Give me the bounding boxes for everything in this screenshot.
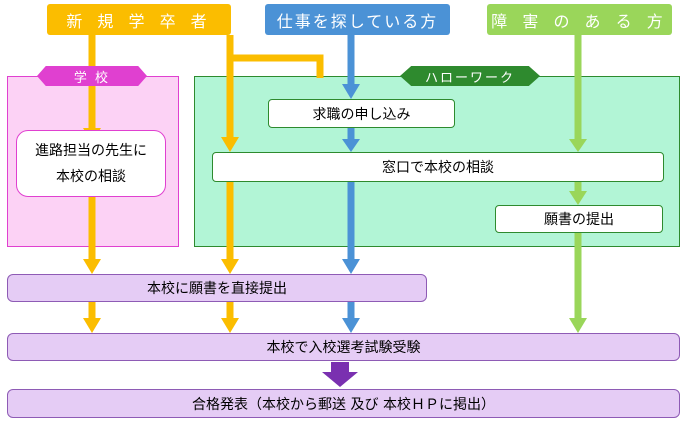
arrowhead bbox=[83, 259, 101, 274]
arrowhead bbox=[83, 318, 101, 333]
arrowhead bbox=[221, 318, 239, 333]
result-arrow bbox=[322, 362, 358, 387]
job-seekers-label: 仕事を探している方 bbox=[265, 4, 450, 35]
result-box: 合格発表（本校から郵送 及び 本校ＨＰに掲出） bbox=[7, 389, 680, 418]
arrowhead bbox=[342, 318, 360, 333]
arrowhead bbox=[342, 259, 360, 274]
arrowhead bbox=[569, 139, 587, 152]
window-consult-box: 窓口で本校の相談 bbox=[212, 152, 664, 182]
arrowhead bbox=[569, 318, 587, 333]
graduates-label: 新 規 学 卒 者 bbox=[47, 4, 231, 35]
arrowhead bbox=[221, 137, 239, 152]
disabled-label: 障 害 の あ る 方 bbox=[487, 4, 672, 35]
arrowhead bbox=[569, 191, 587, 205]
school-consult-box: 進路担当の先生に 本校の相談 bbox=[16, 130, 166, 197]
school-consult-line2: 本校の相談 bbox=[56, 168, 126, 185]
arrowhead bbox=[221, 259, 239, 274]
graduate-arrow-hellowork bbox=[226, 35, 324, 140]
school-consult-line1: 進路担当の先生に bbox=[35, 142, 147, 159]
direct-submit-box: 本校に願書を直接提出 bbox=[7, 274, 427, 302]
arrowhead bbox=[342, 139, 360, 152]
apply-box: 求職の申し込み bbox=[268, 99, 455, 128]
arrowhead bbox=[342, 84, 360, 99]
hellowork-title: ハローワーク bbox=[400, 66, 540, 86]
school-title: 学 校 bbox=[37, 66, 147, 86]
submit-box: 願書の提出 bbox=[495, 205, 663, 233]
exam-box: 本校で入校選考試験受験 bbox=[7, 333, 680, 361]
